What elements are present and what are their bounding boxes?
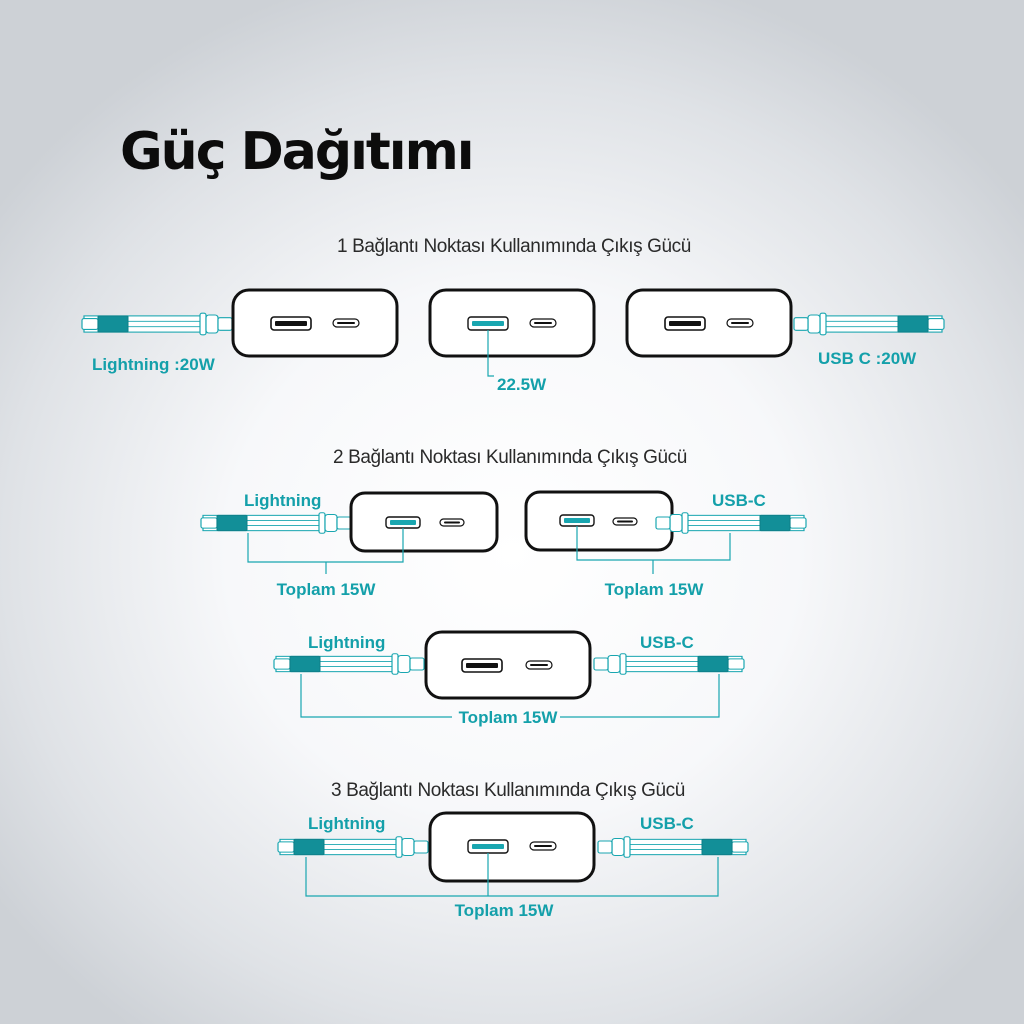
- usb-c-port: [529, 318, 557, 328]
- combo-b-total-label: Toplam 15W: [605, 580, 705, 599]
- section-3-lightning-label: Lightning: [308, 814, 385, 833]
- section-1-heading: 1 Bağlantı Noktası Kullanımında Çıkış Gü…: [337, 236, 691, 257]
- usb-c-port: [612, 517, 638, 526]
- section-3-heading: 3 Bağlantı Noktası Kullanımında Çıkış Gü…: [331, 780, 685, 801]
- lightning-cable: [200, 512, 352, 534]
- usb-a-port: [461, 658, 503, 673]
- usb-c-cable: [655, 512, 807, 534]
- page-title: Güç Dağıtımı: [120, 122, 475, 182]
- power-bank-combo-b: [524, 490, 674, 552]
- usb-c-cable: [597, 836, 749, 858]
- lightning-cable: [277, 836, 429, 858]
- usb-c-port: [332, 318, 360, 328]
- combo-b-usb-c-label: USB-C: [712, 491, 766, 510]
- combo-c-lightning-label: Lightning: [308, 633, 385, 652]
- usb-a-port-active: [559, 514, 595, 527]
- power-bank-combo-a: [349, 491, 499, 553]
- section-2-heading: 2 Bağlantı Noktası Kullanımında Çıkış Gü…: [333, 447, 687, 468]
- power-bank-3: [625, 288, 793, 358]
- usb-a-port-active: [467, 316, 509, 331]
- lightning-cable: [273, 653, 425, 675]
- section-3-total-label: Toplam 15W: [455, 901, 555, 920]
- power-bank-combo-c: [424, 630, 592, 700]
- combo-a-total-label: Toplam 15W: [277, 580, 377, 599]
- usb-c-output-label: USB C :20W: [818, 349, 917, 368]
- power-bank-all-ports: [428, 811, 596, 883]
- usb-a-port-active: [385, 516, 421, 529]
- power-bank-1: [231, 288, 399, 358]
- combo-a-lightning-label: Lightning: [244, 491, 321, 510]
- usb-c-cable: [593, 653, 745, 675]
- usb-c-cable: [793, 312, 945, 336]
- usb-a-port-active: [467, 839, 509, 854]
- lightning-output-label: Lightning :20W: [92, 355, 216, 374]
- combo-c-usb-c-label: USB-C: [640, 633, 694, 652]
- power-bank-2: [428, 288, 596, 358]
- usb-c-port: [439, 518, 465, 527]
- usb-a-port: [664, 316, 706, 331]
- lightning-cable: [81, 312, 233, 336]
- combo-c-total-label: Toplam 15W: [459, 708, 559, 727]
- usb-c-port: [525, 660, 553, 670]
- usb-c-port: [529, 841, 557, 851]
- usb-c-port: [726, 318, 754, 328]
- section-3-usb-c-label: USB-C: [640, 814, 694, 833]
- usb-a-output-label: 22.5W: [497, 375, 547, 394]
- usb-a-port: [270, 316, 312, 331]
